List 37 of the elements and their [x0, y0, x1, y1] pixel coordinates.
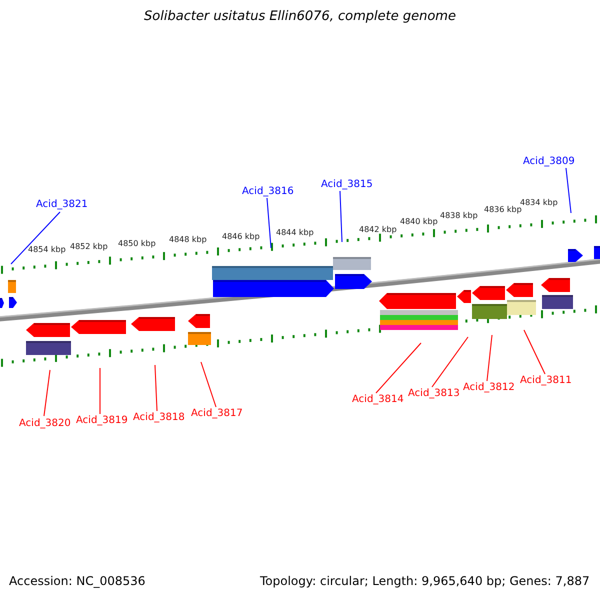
- gene-label: Acid_3818: [133, 412, 185, 423]
- scale-label: 4850 kbp: [118, 240, 156, 249]
- leader-line: [566, 168, 572, 214]
- gene-label: Acid_3811: [520, 375, 572, 386]
- scale-label: 4854 kbp: [28, 246, 66, 255]
- footer-text: Topology: circular; Length: 9,965,640 bp; Genes: 7,887: [260, 575, 590, 588]
- gene-label: Acid_3813: [408, 388, 460, 399]
- scale-label: 4834 kbp: [520, 199, 558, 207]
- gene-label: Acid_3814: [352, 394, 404, 405]
- leader-line: [432, 336, 468, 388]
- leader-line: [486, 334, 492, 382]
- title: Solibacter usitatus Ellin6076, complete genome: [143, 10, 457, 24]
- leader-line: [524, 330, 546, 374]
- scale-label: 4848 kbp: [169, 236, 207, 245]
- leader-line: [10, 212, 60, 264]
- footer-text: Accession: NC_008536: [9, 575, 146, 588]
- gene-label: Acid_3821: [36, 199, 88, 210]
- scale-label: 4840 kbp: [400, 218, 438, 227]
- gene-label: Acid_3816: [242, 186, 294, 197]
- scale-label: 4836 kbp: [484, 206, 522, 215]
- scale-label: 4846 kbp: [222, 233, 260, 242]
- scale-label: 4844 kbp: [276, 229, 314, 238]
- leader-line: [376, 342, 422, 394]
- gene-label: Acid_3820: [19, 418, 71, 429]
- gene-label: Acid_3819: [76, 415, 128, 426]
- scale-label: 4852 kbp: [70, 243, 108, 252]
- gene-label: Acid_3817: [191, 408, 243, 419]
- leader-line: [44, 370, 50, 416]
- gene-label: Acid_3809: [523, 156, 575, 167]
- leader-line: [340, 190, 342, 242]
- leader-line: [154, 364, 158, 412]
- scale-label: 4842 kbp: [359, 226, 397, 235]
- scale-label: 4838 kbp: [440, 212, 478, 221]
- leader-line: [200, 362, 216, 408]
- gene-label: Acid_3815: [321, 179, 373, 190]
- gene-label: Acid_3812: [463, 382, 515, 393]
- leader-line: [266, 198, 272, 248]
